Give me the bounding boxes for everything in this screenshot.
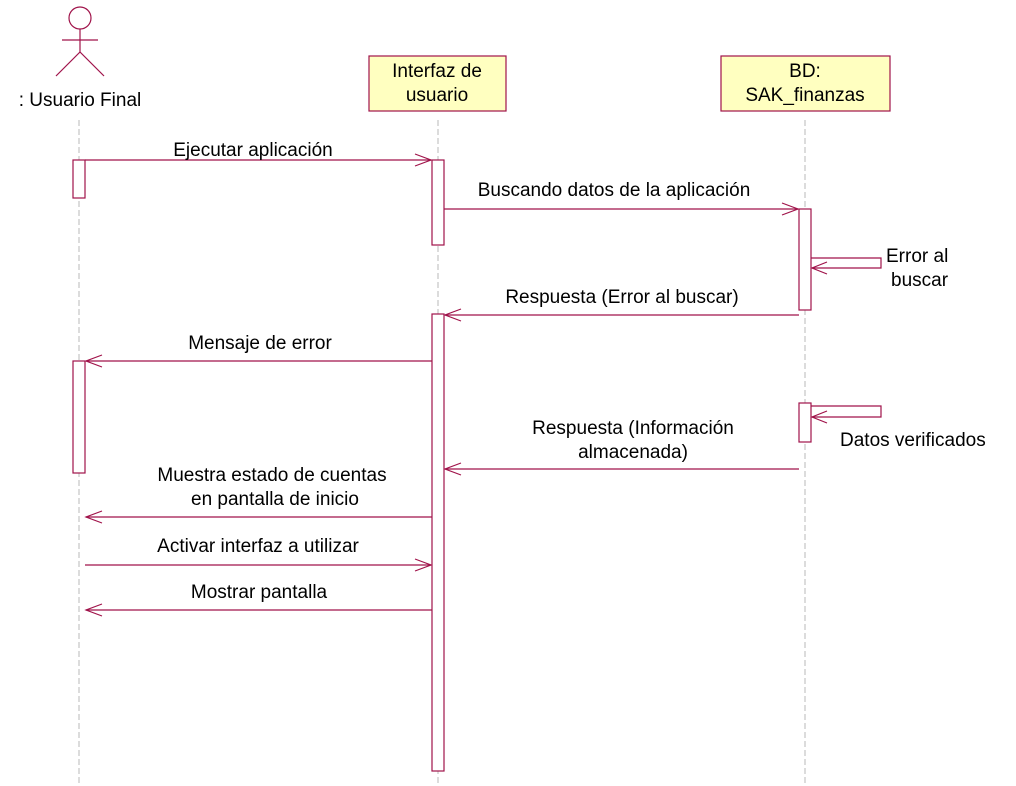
message-label-line2: en pantalla de inicio [191,489,359,510]
message-respuesta-error: Respuesta (Error al buscar) [443,287,799,322]
message-activar-interfaz: Activar interfaz a utilizar [85,536,433,572]
object-box [368,55,507,112]
message-mensaje-de-error: Mensaje de error [84,333,432,368]
activation-interfaz-1 [431,159,445,246]
arrow-head-icon [414,153,433,167]
self-message-error-al-buscar: Error al buscar [810,246,949,291]
arrow-head-icon [84,510,103,524]
activation-bd-1 [798,208,812,311]
actor-left-leg [55,51,81,77]
actor-head [68,6,92,30]
object-interfaz-usuario: Interfaz de usuario [368,55,507,112]
actor-right-leg [79,51,105,77]
arrow-head-icon [810,261,828,275]
activation-interfaz-2 [431,313,445,772]
activation-usuario-2 [72,360,86,474]
arrow-head-icon [84,354,103,368]
arrow-head-icon [781,202,800,216]
arrow-head-icon [443,308,462,322]
message-label: Mensaje de error [188,333,332,354]
message-label: Ejecutar aplicación [173,140,332,161]
arrow-head-icon [810,410,828,424]
actor-usuario-final: : Usuario Final [19,6,142,111]
object-label-line2: SAK_finanzas [745,85,864,106]
activation-bd-2 [798,402,812,443]
message-mostrar-pantalla: Mostrar pantalla [84,582,432,617]
object-bd-sak-finanzas: BD: SAK_finanzas [720,55,891,112]
message-ejecutar-aplicacion: Ejecutar aplicación [85,140,433,167]
object-box [720,55,891,112]
message-label-line1: Muestra estado de cuentas [157,465,386,486]
actor-label: : Usuario Final [19,90,142,111]
message-buscando-datos: Buscando datos de la aplicación [444,180,800,216]
message-label: Mostrar pantalla [191,582,328,603]
message-label: Activar interfaz a utilizar [157,536,359,557]
message-label-line1: Respuesta (Información [532,418,734,439]
activation-usuario-1 [72,159,86,199]
message-label: Respuesta (Error al buscar) [505,287,738,308]
message-line [811,405,882,418]
object-label-line1: BD: [789,61,821,82]
object-label-line1: Interfaz de [392,61,482,82]
message-label-line2: almacenada) [578,442,688,463]
message-label: Buscando datos de la aplicación [478,180,751,201]
message-line [811,257,882,269]
arrow-head-icon [443,462,462,476]
message-label: Datos verificados [840,430,986,451]
arrow-head-icon [414,558,433,572]
arrow-head-icon [84,603,103,617]
object-label-line2: usuario [406,85,468,106]
message-label-line1: Error al [886,246,948,267]
message-muestra-estado-cuentas: Muestra estado de cuentas en pantalla de… [84,465,432,524]
message-respuesta-informacion: Respuesta (Información almacenada) [443,418,799,476]
message-label-line2: buscar [891,270,949,291]
self-message-datos-verificados: Datos verificados [810,405,986,451]
